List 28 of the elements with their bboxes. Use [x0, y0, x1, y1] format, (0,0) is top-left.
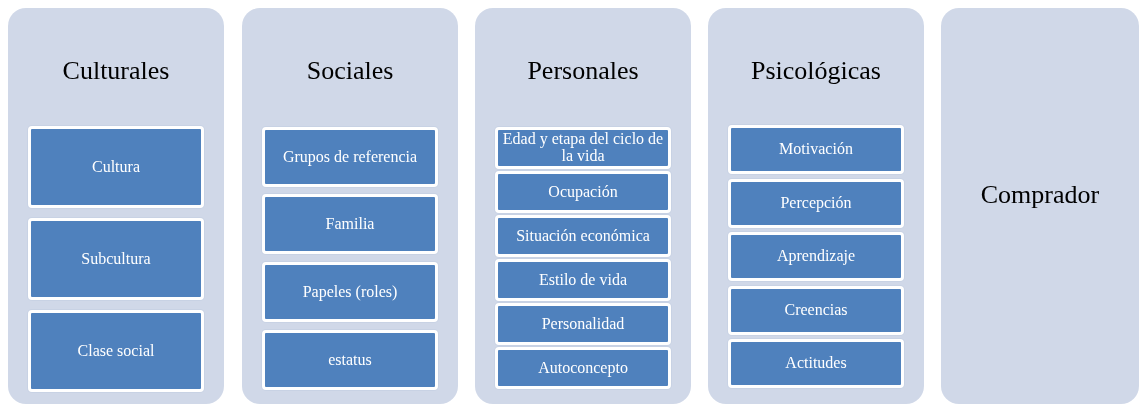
column-heading: Culturales [61, 56, 171, 86]
factor-box: Subcultura [28, 218, 204, 300]
column-panel [475, 8, 691, 404]
column-panel [242, 8, 458, 404]
factor-box: Ocupación [495, 171, 671, 213]
factor-box: Cultura [28, 126, 204, 208]
column-panel [8, 8, 224, 404]
factor-box: Situación económica [495, 215, 671, 257]
factor-box: Actitudes [728, 339, 904, 388]
factor-box: Grupos de referencia [262, 127, 438, 187]
factor-box: Creencias [728, 286, 904, 335]
factor-box: Autoconcepto [495, 347, 671, 389]
column-heading: Personales [526, 56, 640, 86]
factor-box: Familia [262, 194, 438, 254]
factor-box: Clase social [28, 310, 204, 392]
factor-box: Estilo de vida [495, 259, 671, 301]
factor-box: Percepción [728, 179, 904, 228]
column-panel [708, 8, 924, 404]
buyer-panel [941, 8, 1139, 404]
factor-box: Papeles (roles) [262, 262, 438, 322]
buyer-label: Comprador [979, 180, 1101, 210]
factor-box: Motivación [728, 125, 904, 174]
column-heading: Sociales [305, 56, 395, 86]
factor-box: Personalidad [495, 303, 671, 345]
factor-box: Edad y etapa del ciclo de la vida [495, 127, 671, 169]
factor-box: estatus [262, 330, 438, 390]
factor-box: Aprendizaje [728, 232, 904, 281]
column-heading: Psicológicas [750, 56, 882, 86]
